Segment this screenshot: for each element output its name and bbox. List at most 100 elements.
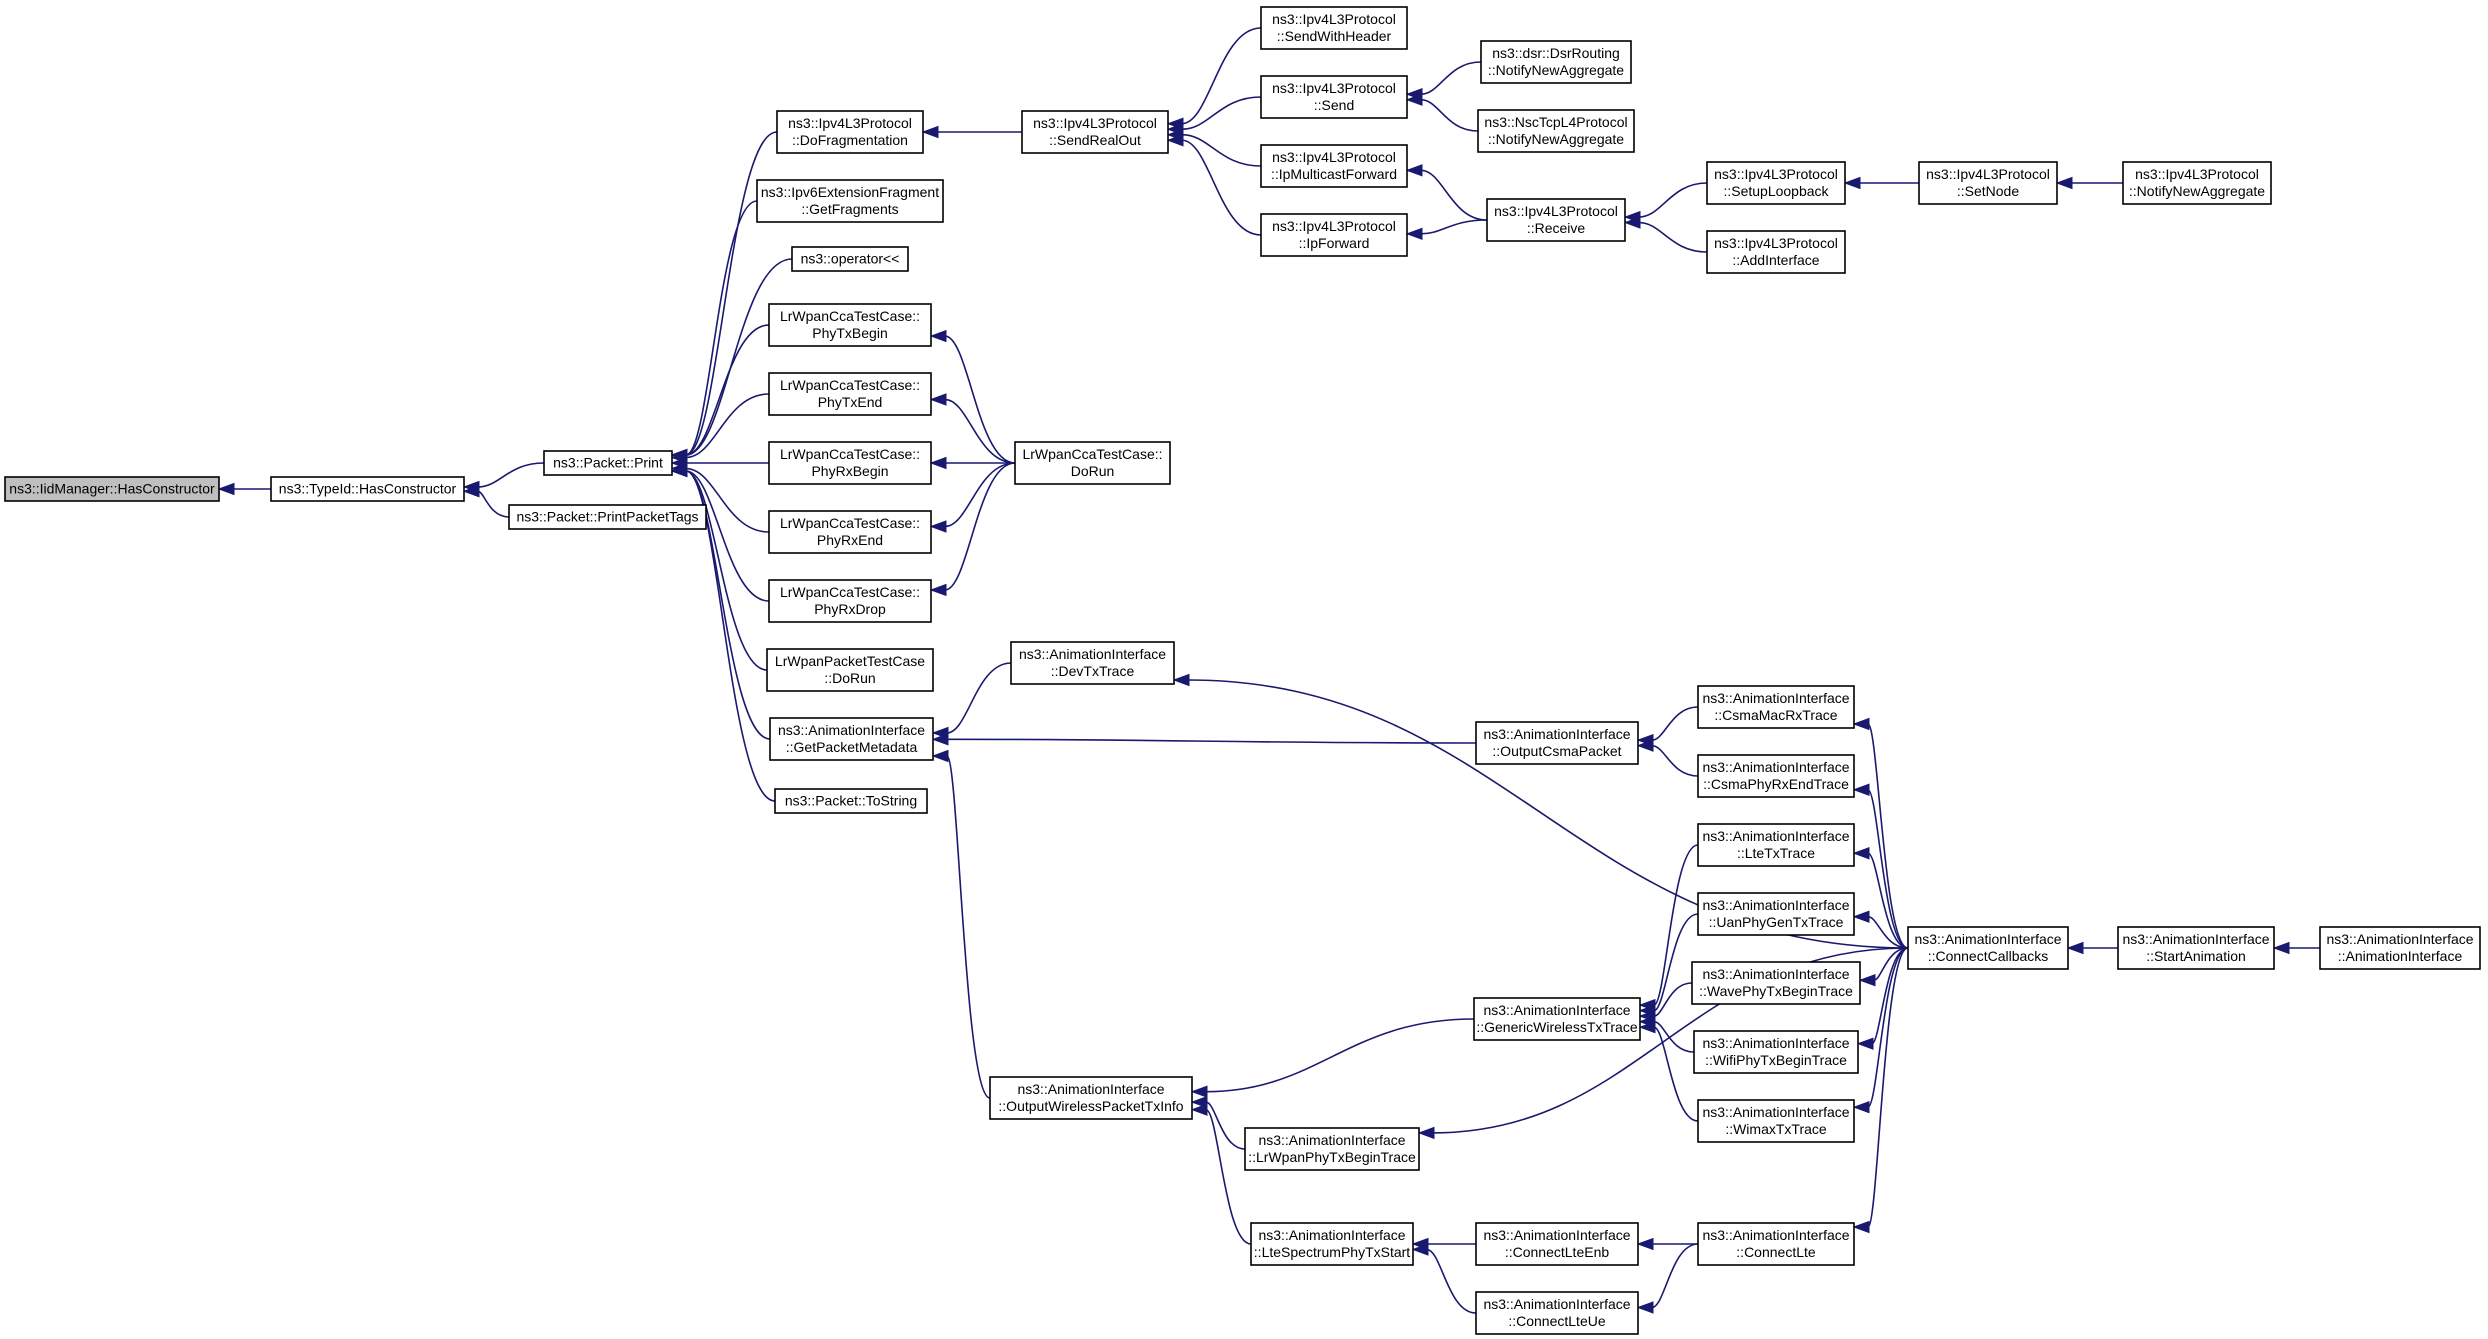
- node-box[interactable]: [1010, 641, 1175, 685]
- node-box[interactable]: [1475, 1222, 1639, 1266]
- node-box[interactable]: [1260, 6, 1408, 50]
- node-box[interactable]: [1697, 685, 1855, 729]
- node-packet-printtags[interactable]: ns3::Packet::PrintPacketTags: [508, 504, 707, 530]
- node-box[interactable]: [1477, 109, 1635, 153]
- node-ipv4-setuploopback[interactable]: ns3::Ipv4L3Protocol::SetupLoopback: [1706, 161, 1846, 205]
- node-cca-dorun[interactable]: LrWpanCcaTestCase::DoRun: [1014, 441, 1171, 485]
- node-anim-getpktmeta[interactable]: ns3::AnimationInterface::GetPacketMetada…: [769, 717, 934, 761]
- node-dsr-notify[interactable]: ns3::dsr::DsrRouting::NotifyNewAggregate: [1480, 40, 1632, 84]
- node-box[interactable]: [1697, 892, 1855, 936]
- node-box[interactable]: [1918, 161, 2058, 205]
- node-box[interactable]: [774, 788, 928, 814]
- node-box[interactable]: [769, 717, 934, 761]
- node-anim-ltetx[interactable]: ns3::AnimationInterface::LteTxTrace: [1697, 823, 1855, 867]
- node-anim-wimax[interactable]: ns3::AnimationInterface::WimaxTxTrace: [1697, 1099, 1855, 1143]
- node-label: ::DevTxTrace: [1051, 663, 1135, 679]
- node-ipv4-notify[interactable]: ns3::Ipv4L3Protocol::NotifyNewAggregate: [2122, 161, 2272, 205]
- node-packet-print[interactable]: ns3::Packet::Print: [543, 450, 673, 476]
- node-box[interactable]: [756, 179, 944, 223]
- node-box[interactable]: [1250, 1222, 1414, 1266]
- node-box[interactable]: [1244, 1127, 1420, 1171]
- node-box[interactable]: [1260, 75, 1408, 119]
- node-anim-csmamacrx[interactable]: ns3::AnimationInterface::CsmaMacRxTrace: [1697, 685, 1855, 729]
- node-box[interactable]: [768, 510, 932, 554]
- node-box[interactable]: [4, 476, 220, 502]
- node-ipv4-receive[interactable]: ns3::Ipv4L3Protocol::Receive: [1486, 198, 1626, 242]
- node-box[interactable]: [2117, 926, 2275, 970]
- node-anim-outcsma[interactable]: ns3::AnimationInterface::OutputCsmaPacke…: [1475, 721, 1639, 765]
- node-packet-tostring[interactable]: ns3::Packet::ToString: [774, 788, 928, 814]
- node-anim-devtxtrace[interactable]: ns3::AnimationInterface::DevTxTrace: [1010, 641, 1175, 685]
- node-box[interactable]: [1706, 161, 1846, 205]
- node-anim-ltespectrum[interactable]: ns3::AnimationInterface::LteSpectrumPhyT…: [1250, 1222, 1414, 1266]
- node-cca-phyrxbegin[interactable]: LrWpanCcaTestCase::PhyRxBegin: [768, 441, 932, 485]
- node-box[interactable]: [543, 450, 673, 476]
- node-anim-outwireless[interactable]: ns3::AnimationInterface::OutputWirelessP…: [989, 1076, 1193, 1120]
- node-box[interactable]: [1907, 926, 2069, 970]
- node-box[interactable]: [1475, 1291, 1639, 1335]
- node-box[interactable]: [1475, 721, 1639, 765]
- node-iid-hasctor[interactable]: ns3::IidManager::HasConstructor: [4, 476, 220, 502]
- node-box[interactable]: [2319, 926, 2481, 970]
- node-anim-genericwireless[interactable]: ns3::AnimationInterface::GenericWireless…: [1473, 997, 1641, 1041]
- node-anim-startanimation[interactable]: ns3::AnimationInterface::StartAnimation: [2117, 926, 2275, 970]
- node-anim-wavephy[interactable]: ns3::AnimationInterface::WavePhyTxBeginT…: [1691, 961, 1861, 1005]
- node-ipv4-setnode[interactable]: ns3::Ipv4L3Protocol::SetNode: [1918, 161, 2058, 205]
- node-anim-csmaphyrxend[interactable]: ns3::AnimationInterface::CsmaPhyRxEndTra…: [1697, 754, 1855, 798]
- node-pkt-test-dorun[interactable]: LrWpanPacketTestCase::DoRun: [766, 648, 934, 692]
- node-typeid-hasctor[interactable]: ns3::TypeId::HasConstructor: [270, 476, 465, 502]
- node-box[interactable]: [766, 648, 934, 692]
- node-box[interactable]: [791, 246, 909, 272]
- node-anim-uanphy[interactable]: ns3::AnimationInterface::UanPhyGenTxTrac…: [1697, 892, 1855, 936]
- node-box[interactable]: [1021, 110, 1169, 154]
- node-ipv4-addinterface[interactable]: ns3::Ipv4L3Protocol::AddInterface: [1706, 230, 1846, 274]
- node-anim-lrwpanphy[interactable]: ns3::AnimationInterface::LrWpanPhyTxBegi…: [1244, 1127, 1420, 1171]
- node-box[interactable]: [1486, 198, 1626, 242]
- node-operator-shl[interactable]: ns3::operator<<: [791, 246, 909, 272]
- node-box[interactable]: [768, 441, 932, 485]
- arrowhead: [670, 464, 688, 478]
- node-anim-connectlte[interactable]: ns3::AnimationInterface::ConnectLte: [1697, 1222, 1855, 1266]
- node-box[interactable]: [1260, 144, 1408, 188]
- node-cca-phytxbegin[interactable]: LrWpanCcaTestCase::PhyTxBegin: [768, 303, 932, 347]
- node-box[interactable]: [270, 476, 465, 502]
- node-anim-connectlteue[interactable]: ns3::AnimationInterface::ConnectLteUe: [1475, 1291, 1639, 1335]
- node-box[interactable]: [1014, 441, 1171, 485]
- node-box[interactable]: [1706, 230, 1846, 274]
- node-box[interactable]: [1697, 1222, 1855, 1266]
- node-box[interactable]: [1697, 823, 1855, 867]
- edge-cca_phytxbegin-to-packet_print: [685, 324, 770, 456]
- node-nsc-notify[interactable]: ns3::NscTcpL4Protocol::NotifyNewAggregat…: [1477, 109, 1635, 153]
- arrowhead: [1858, 973, 1876, 987]
- node-cca-phyrxdrop[interactable]: LrWpanCcaTestCase::PhyRxDrop: [768, 579, 932, 623]
- node-ipv4-send[interactable]: ns3::Ipv4L3Protocol::Send: [1260, 75, 1408, 119]
- node-anim-ctor[interactable]: ns3::AnimationInterface::AnimationInterf…: [2319, 926, 2481, 970]
- node-box[interactable]: [508, 504, 707, 530]
- node-ipv6-getfrag[interactable]: ns3::Ipv6ExtensionFragment::GetFragments: [756, 179, 944, 223]
- node-box[interactable]: [1693, 1030, 1859, 1074]
- node-box[interactable]: [989, 1076, 1193, 1120]
- node-box[interactable]: [768, 372, 932, 416]
- node-ipv4-ipmulticast[interactable]: ns3::Ipv4L3Protocol::IpMulticastForward: [1260, 144, 1408, 188]
- node-anim-wifiphy[interactable]: ns3::AnimationInterface::WifiPhyTxBeginT…: [1693, 1030, 1859, 1074]
- node-ipv4-sendwithheader[interactable]: ns3::Ipv4L3Protocol::SendWithHeader: [1260, 6, 1408, 50]
- node-box[interactable]: [1473, 997, 1641, 1041]
- node-box[interactable]: [2122, 161, 2272, 205]
- arrowhead: [1166, 134, 1184, 147]
- node-anim-connectcallbacks[interactable]: ns3::AnimationInterface::ConnectCallback…: [1907, 926, 2069, 970]
- node-cca-phyrxend[interactable]: LrWpanCcaTestCase::PhyRxEnd: [768, 510, 932, 554]
- node-box[interactable]: [1697, 754, 1855, 798]
- node-ipv4-ipforward[interactable]: ns3::Ipv4L3Protocol::IpForward: [1260, 213, 1408, 257]
- node-box[interactable]: [776, 110, 924, 154]
- node-box[interactable]: [1480, 40, 1632, 84]
- node-ipv4-sendrealout[interactable]: ns3::Ipv4L3Protocol::SendRealOut: [1021, 110, 1169, 154]
- node-box[interactable]: [1697, 1099, 1855, 1143]
- node-box[interactable]: [768, 579, 932, 623]
- node-box[interactable]: [768, 303, 932, 347]
- node-cca-phytxend[interactable]: LrWpanCcaTestCase::PhyTxEnd: [768, 372, 932, 416]
- node-box[interactable]: [1691, 961, 1861, 1005]
- node-box[interactable]: [1260, 213, 1408, 257]
- node-ipv4-dofrag[interactable]: ns3::Ipv4L3Protocol::DoFragmentation: [776, 110, 924, 154]
- node-anim-connectlteenb[interactable]: ns3::AnimationInterface::ConnectLteEnb: [1475, 1222, 1639, 1266]
- arrowhead: [931, 733, 949, 746]
